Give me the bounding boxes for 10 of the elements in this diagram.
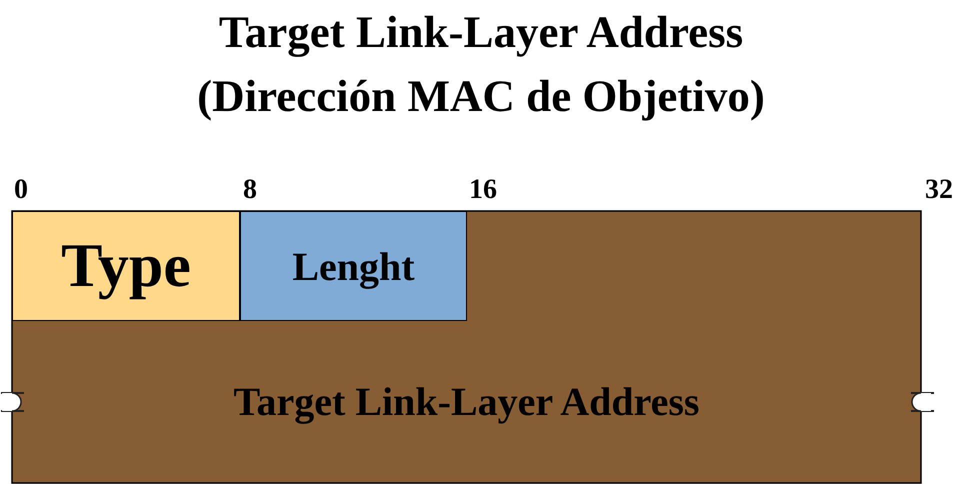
diagram-title: Target Link-Layer Address (Dirección MAC de Objetivo): [196, 6, 766, 123]
bit-position-label: 32: [925, 173, 953, 207]
bit-position-label: 16: [469, 173, 497, 207]
field-box: [12, 211, 240, 321]
field-name: Target Link-Layer Address: [234, 378, 700, 425]
field-name: Lenght: [292, 242, 415, 290]
field-name: Type: [61, 230, 191, 302]
bit-position-label: 0: [14, 173, 28, 207]
field-box: [240, 211, 467, 321]
bit-position-label: 8: [243, 173, 257, 207]
